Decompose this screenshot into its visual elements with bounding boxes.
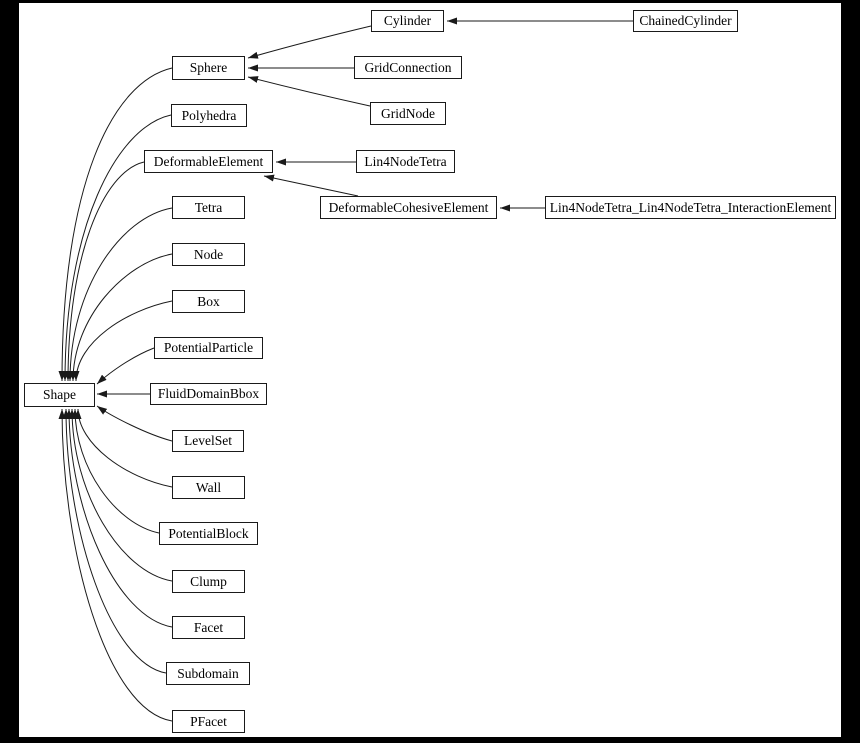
edge-sphere-to-shape (58, 67, 173, 382)
edge-cylinder-to-sphere (247, 25, 372, 59)
node-polyhedra[interactable]: Polyhedra (171, 104, 247, 127)
node-potential-particle[interactable]: PotentialParticle (154, 337, 263, 359)
node-clump[interactable]: Clump (172, 570, 245, 593)
node-deformable-cohesive-element[interactable]: DeformableCohesiveElement (320, 196, 497, 219)
edge-potential-block-to-shape (71, 408, 160, 534)
node-fluid-domain-bbox[interactable]: FluidDomainBbox (150, 383, 267, 405)
node-wall[interactable]: Wall (172, 476, 245, 499)
node-node[interactable]: Node (172, 243, 245, 266)
edge-facet-to-shape (65, 408, 173, 628)
edge-deformable-cohesive-element-to-deformable-element (263, 174, 359, 197)
edge-pfacet-to-shape (58, 408, 173, 722)
node-grid-connection[interactable]: GridConnection (354, 56, 462, 79)
edge-clump-to-shape (68, 408, 173, 582)
node-sphere[interactable]: Sphere (172, 56, 245, 80)
node-chained-cylinder[interactable]: ChainedCylinder (633, 10, 738, 32)
edge-tetra-to-shape (66, 207, 173, 382)
node-lin4-interaction-element[interactable]: Lin4NodeTetra_Lin4NodeTetra_InteractionE… (545, 196, 836, 219)
node-facet[interactable]: Facet (172, 616, 245, 639)
node-box[interactable]: Box (172, 290, 245, 313)
edge-deformable-element-to-shape (64, 161, 145, 382)
edge-potential-particle-to-shape (96, 347, 155, 385)
edge-subdomain-to-shape (62, 408, 167, 674)
node-grid-node[interactable]: GridNode (370, 102, 446, 125)
edge-grid-node-to-sphere (247, 76, 371, 107)
node-cylinder[interactable]: Cylinder (371, 10, 444, 32)
edge-node-to-shape (69, 253, 173, 382)
diagram-canvas (19, 3, 841, 737)
node-tetra[interactable]: Tetra (172, 196, 245, 219)
node-deformable-element[interactable]: DeformableElement (144, 150, 273, 173)
node-potential-block[interactable]: PotentialBlock (159, 522, 258, 545)
edge-level-set-to-shape (96, 405, 173, 442)
node-level-set[interactable]: LevelSet (172, 430, 244, 452)
node-lin4-node-tetra[interactable]: Lin4NodeTetra (356, 150, 455, 173)
node-subdomain[interactable]: Subdomain (166, 662, 250, 685)
node-shape[interactable]: Shape (24, 383, 95, 407)
node-pfacet[interactable]: PFacet (172, 710, 245, 733)
edge-wall-to-shape (74, 408, 173, 488)
edge-polyhedra-to-shape (61, 114, 172, 382)
edge-box-to-shape (72, 300, 173, 382)
